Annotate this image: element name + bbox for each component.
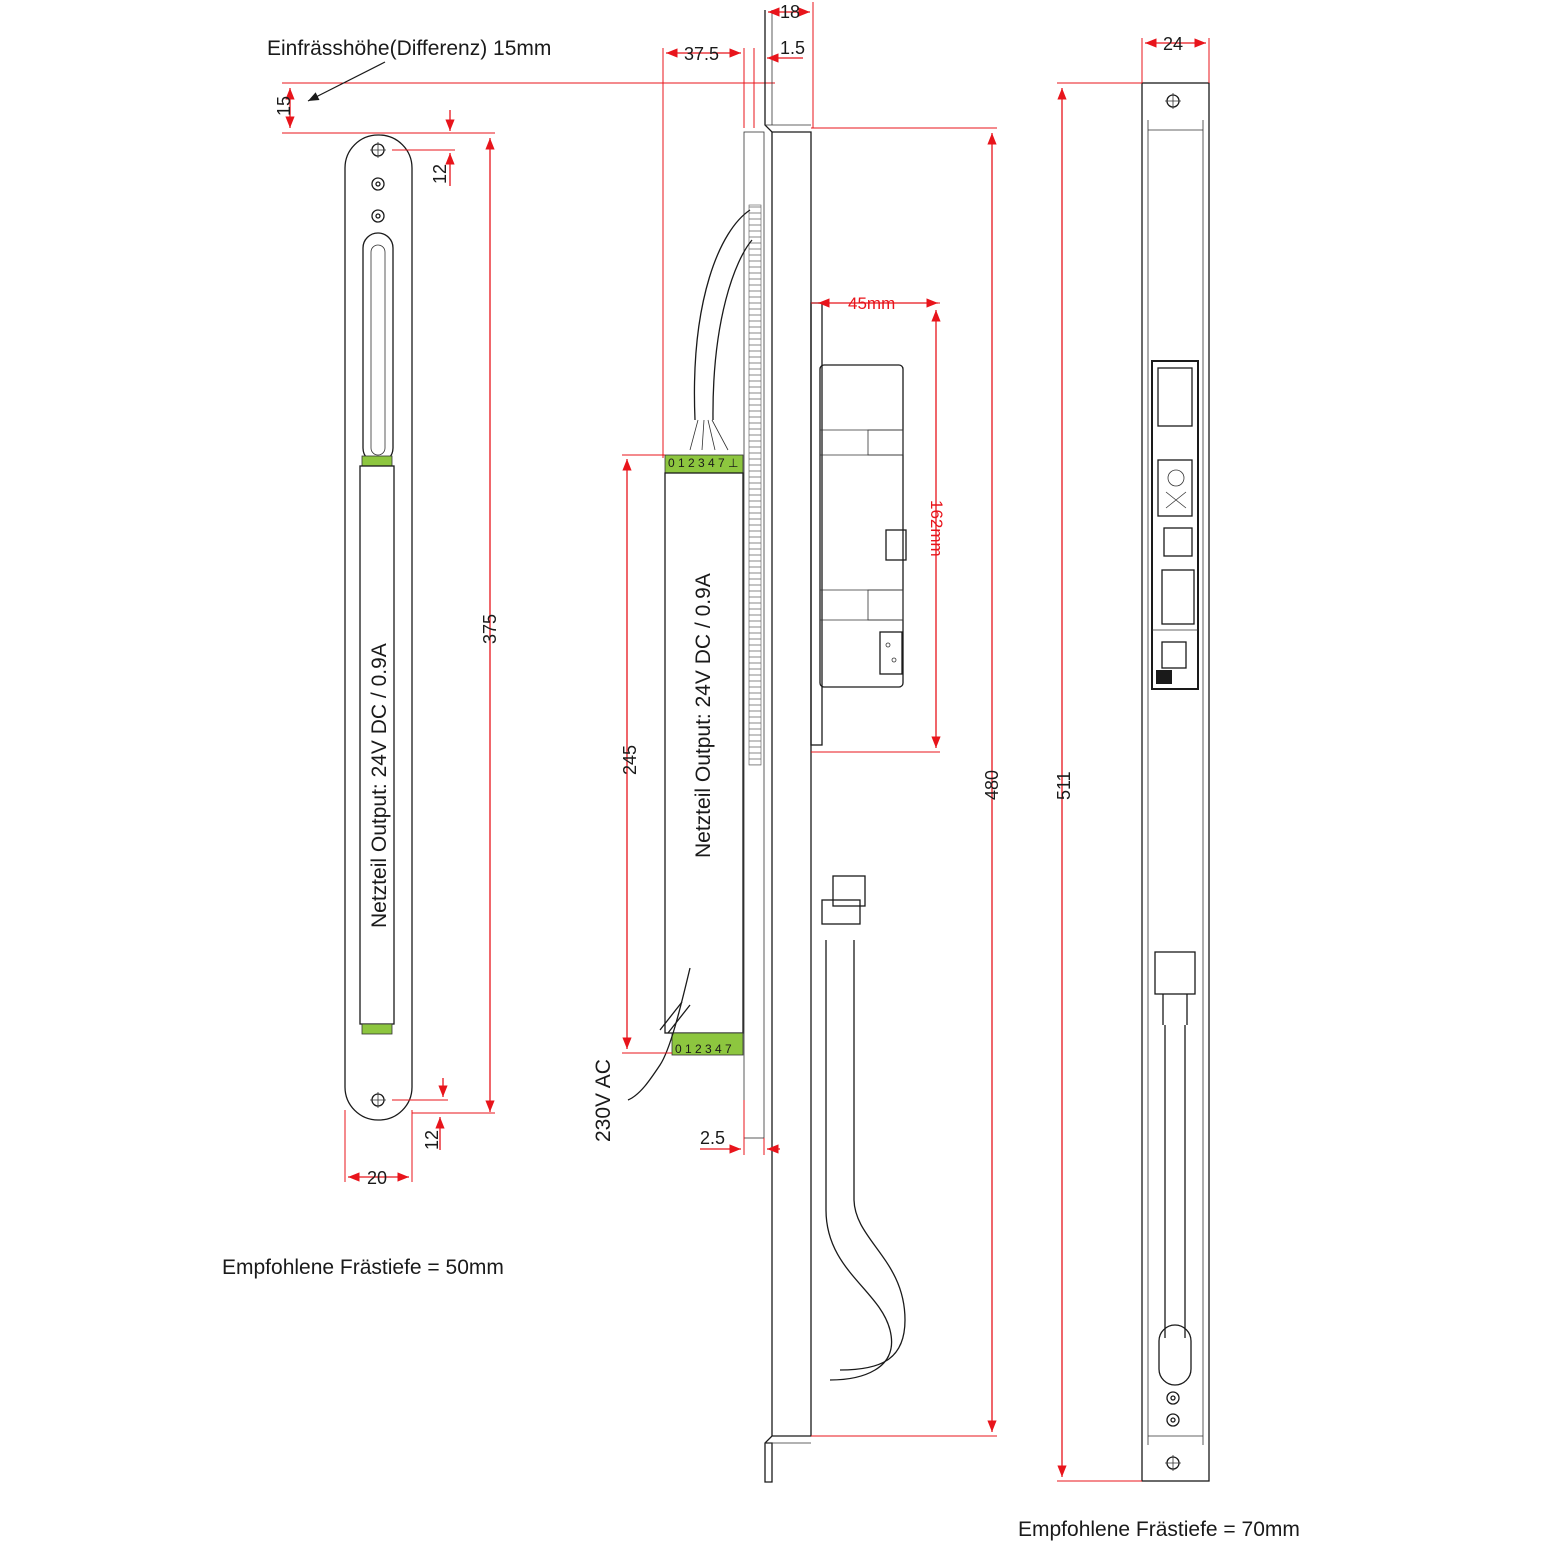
face-plate	[344, 134, 413, 1121]
motor-housing	[819, 364, 904, 688]
ce-mark-icon	[1167, 469, 1185, 487]
front-view-dimensions: 15 12 375 12 20	[274, 82, 775, 1188]
back-screw-2	[1166, 1391, 1180, 1405]
board-connector-1	[1163, 527, 1193, 557]
back-cable	[1164, 1025, 1186, 1338]
front-view: Netzteil Output: 24V DC / 0.9A	[344, 134, 413, 1121]
note-leader-arrow	[307, 61, 386, 102]
psu-label-left: Netzteil Output: 24V DC / 0.9A	[368, 643, 391, 928]
dim-18: 18	[780, 2, 800, 22]
dim-162mm: 162mm	[927, 500, 946, 557]
dim-1-5: 1.5	[780, 38, 805, 58]
motor-connector	[885, 529, 907, 561]
milling-depth-right: Empfohlene Frästiefe = 70mm	[1018, 1518, 1300, 1541]
back-frame	[1141, 82, 1210, 1482]
psu-terminal-bottom	[671, 1032, 744, 1056]
psu-cable	[693, 209, 751, 421]
board-connector-2	[1161, 569, 1195, 625]
milling-depth-left: Empfohlene Frästiefe = 50mm	[222, 1256, 504, 1279]
terminal-block-bottom	[361, 1023, 393, 1035]
dim-20: 20	[367, 1168, 387, 1188]
dim-511: 511	[1054, 771, 1074, 800]
psu-label-mid: Netzteil Output: 24V DC / 0.9A	[692, 573, 715, 858]
psu-terminal-top-label: 0 1 2 3 4 7 ⊥	[668, 456, 739, 470]
dim-45mm: 45mm	[848, 294, 895, 313]
dim-375: 375	[480, 614, 500, 644]
screw-hole-2	[371, 177, 385, 191]
side-view: 0 1 2 3 4 7 ⊥ 0 1 2 3 4 7 Netzteil Outpu…	[592, 10, 907, 1483]
backing-strip	[743, 131, 765, 1139]
ribbed-duct	[748, 204, 762, 766]
back-view-dimensions: 24 511	[1054, 34, 1210, 1482]
board-connector-3	[1161, 641, 1187, 669]
screw-hole-3	[371, 209, 385, 223]
controller-board	[1151, 360, 1199, 690]
back-screw-3	[1166, 1413, 1180, 1427]
connector-cable	[825, 940, 893, 1381]
back-plug	[1154, 951, 1196, 995]
plug-connector	[832, 875, 866, 907]
dim-15: 15	[274, 96, 294, 116]
back-cable-slot	[1158, 1324, 1192, 1386]
psu-terminal-bottom-label: 0 1 2 3 4 7	[675, 1042, 732, 1056]
milling-height-note: Einfrässhöhe(Differenz) 15mm	[267, 37, 551, 60]
mains-label: 230V AC	[592, 1059, 615, 1142]
terminal-block-top	[361, 455, 393, 467]
dim-480: 480	[982, 770, 1002, 800]
side-view-dimensions: 37.5 1.5 18 245 2.5 45mm 162mm 480	[620, 2, 1002, 1437]
dim-12-top: 12	[430, 164, 450, 184]
dim-37-5: 37.5	[684, 44, 719, 64]
dim-24: 24	[1163, 34, 1183, 54]
back-view	[1141, 82, 1210, 1482]
dim-12-bottom: 12	[422, 1130, 442, 1150]
cable-slot	[362, 232, 394, 464]
dim-245: 245	[620, 745, 640, 775]
mains-cable	[627, 967, 691, 1101]
dim-2-5: 2.5	[700, 1128, 725, 1148]
